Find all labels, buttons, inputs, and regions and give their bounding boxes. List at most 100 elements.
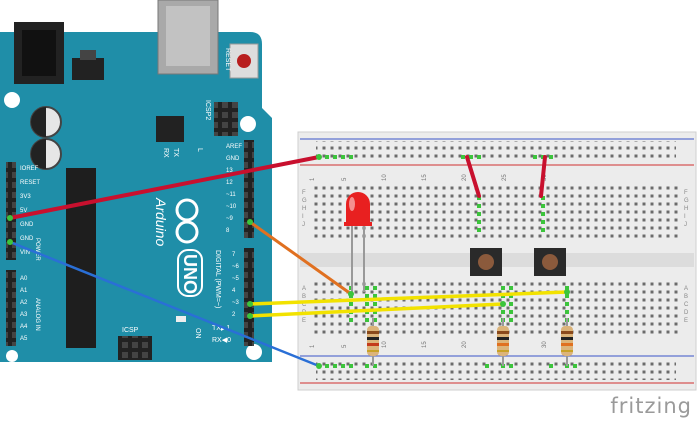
column-number: 5: [342, 344, 348, 348]
digital-pin-label: ~6: [232, 264, 240, 270]
icsp2-label: ICSP2: [204, 100, 211, 120]
tx-pin-label: TX▶1: [212, 325, 230, 332]
voltage-regulator: [72, 58, 104, 80]
led: [344, 192, 372, 292]
column-number: 25: [502, 174, 508, 181]
mounting-hole: [240, 116, 256, 132]
wire-gnd: [8, 240, 321, 368]
power-pin-label: GND: [20, 236, 34, 242]
row-letter: I: [684, 214, 686, 220]
push-button-2[interactable]: [534, 248, 566, 276]
arduino-wordmark: Arduino: [153, 197, 169, 246]
mounting-hole: [246, 344, 262, 360]
row-letter: C: [302, 302, 307, 308]
row-letter: F: [302, 190, 306, 196]
top-power-rail: [316, 141, 676, 161]
row-letter: J: [684, 222, 687, 228]
digital-pin-label: ~10: [226, 204, 237, 210]
row-letter: D: [684, 310, 689, 316]
digital-pin-label: 12: [226, 180, 233, 186]
wire-pin3-button-2: [248, 290, 569, 306]
analog-pin-label: A2: [20, 300, 28, 306]
fritzing-logo: fritzing: [610, 394, 692, 418]
digital-pin-label: GND: [226, 156, 240, 162]
wires: [7, 154, 570, 369]
row-letter: A: [302, 286, 306, 292]
row-letter: I: [302, 214, 304, 220]
row-letter: B: [684, 294, 688, 300]
column-number: 10: [382, 174, 388, 181]
digital-pin-label: ~9: [226, 216, 234, 222]
on-label: ON: [194, 328, 201, 339]
reset-label: RESET: [224, 48, 231, 72]
digital-pin-label: AREF: [226, 144, 242, 150]
digital-pin-label: 13: [226, 168, 233, 174]
power-pin-label: IOREF: [20, 166, 39, 172]
usb-chip: [156, 116, 184, 142]
power-pin-label: VIN: [20, 250, 30, 256]
wire-5v-button-1: [465, 155, 481, 198]
mounting-hole: [4, 92, 20, 108]
analog-pin-label: A5: [20, 336, 28, 342]
resistor-button-2: [561, 318, 573, 366]
arduino-board: RESET ICSP2 TX RX L Arduino UNO DIGITAL …: [0, 0, 272, 362]
column-number: 20: [462, 174, 468, 181]
wire-pin9-led: [248, 220, 353, 296]
breadboard: 115510101515202025253030 AABBCCDDEEFFGGH…: [297, 131, 697, 391]
row-letter: H: [684, 206, 688, 212]
digital-label: DIGITAL (PWM=~): [214, 250, 221, 308]
l-label: L: [196, 148, 203, 152]
resistor-button-1: [497, 318, 509, 366]
column-number: 5: [342, 177, 348, 181]
row-letter: G: [302, 198, 307, 204]
column-number: 1: [310, 177, 316, 181]
analog-pin-label: A0: [20, 276, 28, 282]
power-pin-label: RESET: [20, 180, 40, 186]
wire-5v: [8, 155, 321, 220]
column-number: 15: [422, 174, 428, 181]
analog-pin-label: A1: [20, 288, 28, 294]
row-letter: J: [302, 222, 305, 228]
column-number: 30: [542, 174, 548, 181]
row-letter: E: [684, 318, 688, 324]
row-letter: E: [302, 318, 306, 324]
digital-pin-label: ~5: [232, 276, 240, 282]
digital-pin-label: 7: [232, 252, 236, 258]
bottom-power-rail: [316, 360, 676, 380]
digital-pin-label: ~11: [226, 192, 236, 198]
digital-pin-label: ~3: [232, 300, 240, 306]
column-number: 30: [542, 341, 548, 348]
mounting-hole: [6, 350, 18, 362]
digital-pin-label: 2: [232, 312, 236, 318]
digital-pin-labels-bottom: 7 ~6 ~5 4 ~3 2: [232, 252, 240, 318]
tx-label: TX: [172, 148, 179, 157]
uno-wordmark: UNO: [180, 254, 200, 294]
row-letter: A: [684, 286, 688, 292]
wire-5v-button-2: [539, 155, 547, 198]
digital-pin-labels-top: AREF GND 13 12 ~11 ~10 ~9 8: [226, 144, 242, 234]
row-letter: G: [684, 198, 689, 204]
digital-pin-label: 8: [226, 228, 230, 234]
terminal-strip-upper: [312, 186, 680, 242]
digital-pin-label: 4: [232, 288, 236, 294]
push-button-1[interactable]: [470, 248, 502, 276]
rx-pin-label: RX◀0: [212, 337, 231, 344]
power-pin-label: GND: [20, 222, 34, 228]
icsp-label: ICSP: [122, 327, 139, 334]
row-letter: B: [302, 294, 306, 300]
atmega-chip: [66, 168, 96, 348]
row-letter: C: [684, 302, 689, 308]
power-pin-label: 3V3: [20, 194, 31, 200]
analog-pin-label: A3: [20, 312, 28, 318]
power-pin-labels: IOREF RESET 3V3 5V GND GND VIN: [20, 166, 40, 256]
power-pin-label: 5V: [20, 208, 27, 214]
analog-pin-label: A4: [20, 324, 28, 330]
column-number: 20: [462, 341, 468, 348]
column-number: 10: [382, 341, 388, 348]
arduino-logo: [175, 198, 199, 244]
column-number: 15: [422, 341, 428, 348]
wire-pin2-button-1: [248, 302, 505, 318]
power-label: POWER: [34, 238, 40, 261]
